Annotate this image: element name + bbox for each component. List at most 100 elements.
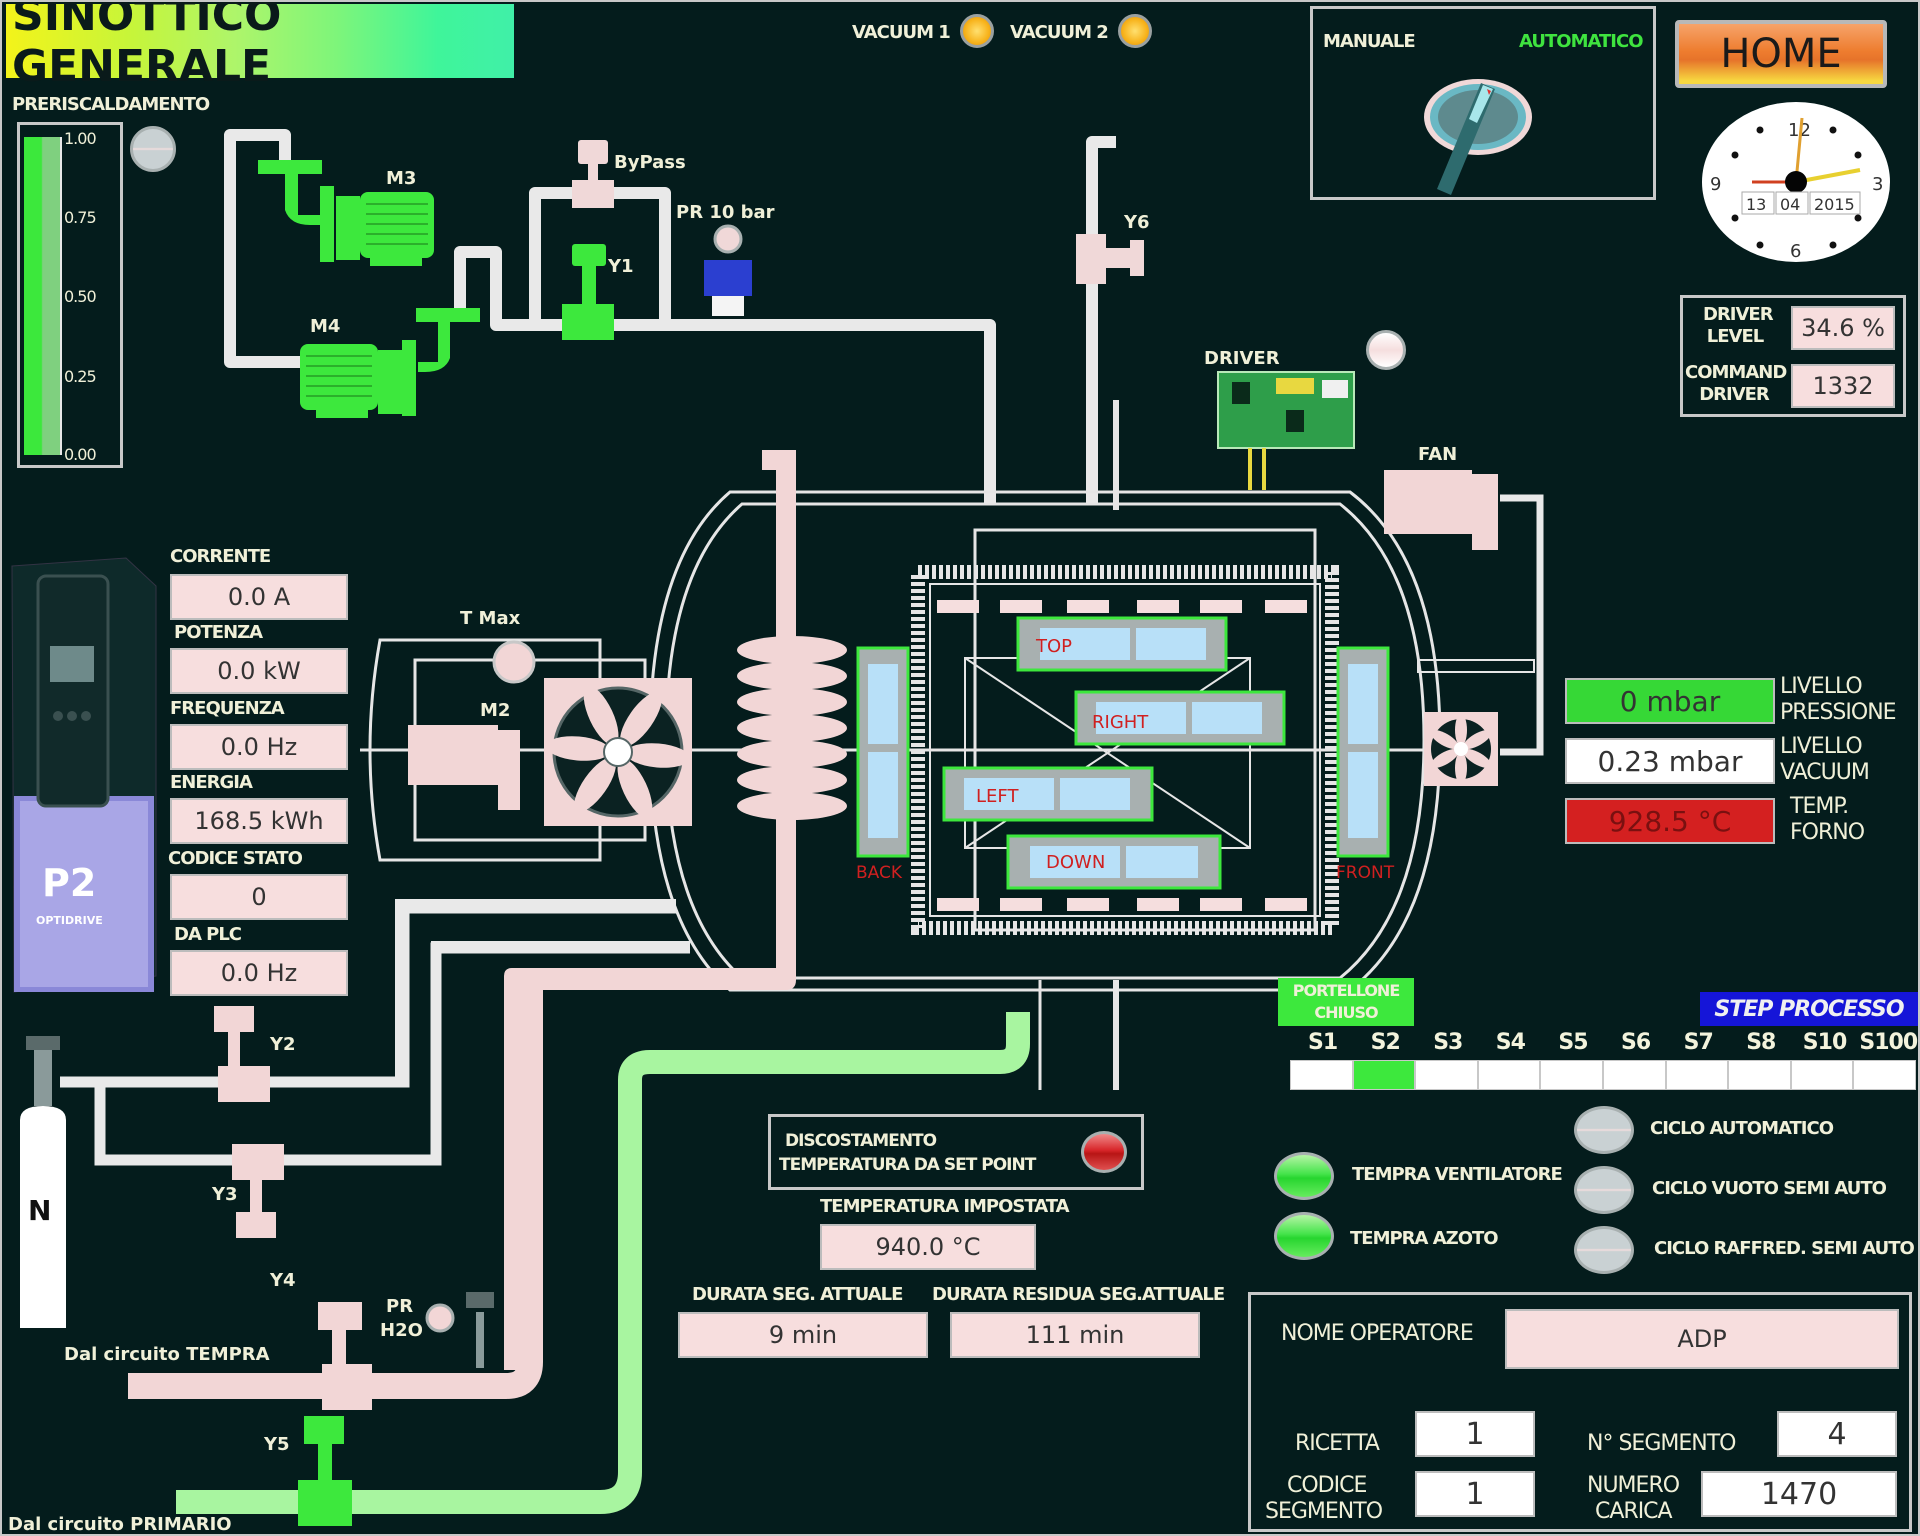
quench-fan-icon	[1424, 712, 1498, 786]
step-cell-s8	[1728, 1060, 1791, 1090]
pump-m4	[300, 308, 480, 418]
automatic-mode-label: AUTOMATICO	[1519, 31, 1644, 52]
step-label-s3: S3	[1433, 1030, 1463, 1055]
vacuum-level-label-2: VACUUM	[1780, 760, 1870, 785]
heater-right-label: RIGHT	[1092, 712, 1149, 733]
current-duration-value: 9 min	[678, 1312, 928, 1358]
inverter-model-text: P2	[42, 861, 96, 905]
current-duration-label: DURATA SEG. ATTUALE	[692, 1284, 903, 1305]
power-label: POTENZA	[174, 622, 263, 643]
furnace-temp-label-1: TEMP.	[1790, 794, 1849, 819]
home-button[interactable]: HOME	[1675, 20, 1887, 88]
inverter-brand-text: OPTIDRIVE	[36, 914, 103, 927]
furnace-insulation	[911, 565, 1339, 935]
vacuum-2-lamp	[1118, 14, 1152, 48]
vacuum-level-label-1: LIVELLO	[1780, 734, 1863, 759]
clock-year: 2015	[1814, 195, 1855, 214]
step-label-s100: S100	[1859, 1030, 1918, 1055]
driver-label: DRIVER	[1204, 348, 1280, 369]
gauge-tick-050: 0.50	[64, 287, 97, 306]
page-title: SINOTTICO GENERALE	[6, 0, 514, 92]
driver-level-label: DRIVER LEVEL	[1703, 304, 1774, 347]
setpoint-label: TEMPERATURA IMPOSTATA	[820, 1196, 1070, 1217]
ciclo-vuoto-label: CICLO VUOTO SEMI AUTO	[1652, 1178, 1887, 1199]
current-label: CORRENTE	[170, 546, 271, 567]
tempra-valve-actuator	[318, 1302, 362, 1330]
nitrogen-bottle	[20, 1036, 66, 1328]
mode-selector-switch[interactable]	[1403, 79, 1543, 199]
furnace-temp-label-2: FORNO	[1790, 820, 1865, 845]
heater-down	[1006, 834, 1222, 890]
driver-level-value: 34.6 %	[1791, 306, 1895, 350]
y4-label: Y4	[269, 1270, 296, 1291]
manual-mode-label: MANUALE	[1323, 31, 1416, 52]
driver-panel: DRIVER LEVEL 34.6 % COMMAND DRIVER 1332	[1680, 295, 1906, 417]
recipe-field[interactable]: 1	[1415, 1411, 1535, 1457]
gauge-tick-100: 1.00	[64, 129, 97, 148]
y5-actuator	[304, 1416, 344, 1444]
step-cell-s3	[1415, 1060, 1478, 1090]
batch-number-field[interactable]: 1470	[1701, 1471, 1897, 1517]
deviation-panel: DISCOSTAMENTO TEMPERATURA DA SET POINT	[768, 1114, 1144, 1190]
segment-number-field[interactable]: 4	[1777, 1411, 1897, 1457]
clock-month: 04	[1780, 195, 1800, 214]
from-plc-value: 0.0 Hz	[170, 950, 348, 996]
driver-board-icon	[1217, 371, 1355, 490]
tempra-ventilatore-label: TEMPRA VENTILATORE	[1352, 1164, 1563, 1185]
step-label-s7: S7	[1683, 1030, 1714, 1055]
energy-value: 168.5 kWh	[170, 798, 348, 844]
tempra-valve-body	[322, 1364, 372, 1410]
frequency-value: 0.0 Hz	[170, 724, 348, 770]
bypass-label: ByPass	[614, 152, 686, 173]
batch-number-label-1: NUMERO	[1587, 1473, 1680, 1498]
gauge-tick-075: 0.75	[64, 208, 97, 227]
pressure-level-value: 0 mbar	[1565, 678, 1775, 724]
pump-m3	[258, 160, 434, 266]
pr-h2o-label-2: H2O	[380, 1320, 423, 1341]
step-cell-s6	[1603, 1060, 1666, 1090]
y2-valve-body	[218, 1066, 270, 1102]
pr10-label: PR 10 bar	[676, 202, 775, 223]
pr10-gauge	[713, 224, 743, 254]
circulation-fan-icon	[544, 678, 692, 826]
ciclo-raffred-label: CICLO RAFFRED. SEMI AUTO	[1654, 1238, 1915, 1259]
ciclo-automatico-label: CICLO AUTOMATICO	[1650, 1118, 1834, 1139]
current-value: 0.0 A	[170, 574, 348, 620]
preheating-gauge-fill	[24, 137, 60, 455]
ciclo-raffred-lamp	[1574, 1226, 1634, 1274]
driver-status-lamp	[1366, 330, 1406, 370]
segment-number-label: N° SEGMENTO	[1587, 1431, 1736, 1456]
heater-left-label: LEFT	[976, 786, 1019, 807]
heater-left	[942, 766, 1154, 822]
tmax-label: T Max	[460, 608, 521, 629]
step-cell-s7	[1665, 1060, 1729, 1090]
vacuum-1-lamp	[960, 14, 994, 48]
preheating-indicator-lamp	[130, 126, 176, 172]
operator-panel: NOME OPERATORE ADP RICETTA 1 N° SEGMENTO…	[1248, 1292, 1912, 1532]
y3-label: Y3	[211, 1184, 238, 1205]
optidrive-inverter-image: P2 OPTIDRIVE	[11, 557, 157, 993]
heater-front-label: FRONT	[1336, 863, 1395, 883]
from-plc-label: DA PLC	[174, 924, 242, 945]
step-cell-s1	[1290, 1060, 1353, 1090]
segment-code-label-2: SEGMENTO	[1265, 1499, 1383, 1524]
gauge-tick-025: 0.25	[64, 367, 97, 386]
operator-name-label: NOME OPERATORE	[1281, 1321, 1474, 1346]
segment-code-field[interactable]: 1	[1415, 1471, 1535, 1517]
step-cell-s5	[1540, 1060, 1603, 1090]
y4-actuator	[236, 1212, 276, 1238]
clock-numeral-9: 9	[1710, 174, 1721, 195]
door-status-line1: PORTELLONE	[1292, 981, 1401, 1000]
y1-label: Y1	[607, 256, 634, 277]
heater-top-label: TOP	[1035, 636, 1072, 657]
operator-name-field[interactable]: ADP	[1505, 1309, 1899, 1369]
analog-clock: 12 3 6 9 13 04 2015	[1702, 102, 1890, 262]
step-label-s5: S5	[1558, 1030, 1588, 1055]
step-cell-s4	[1477, 1060, 1541, 1090]
gauge-tick-000: 0.00	[64, 445, 97, 464]
status-code-value: 0	[170, 874, 348, 920]
y5-label: Y5	[263, 1434, 290, 1455]
tempra-azoto-label: TEMPRA AZOTO	[1350, 1228, 1499, 1249]
bypass-valve	[572, 140, 614, 208]
clock-numeral-3: 3	[1872, 174, 1883, 195]
